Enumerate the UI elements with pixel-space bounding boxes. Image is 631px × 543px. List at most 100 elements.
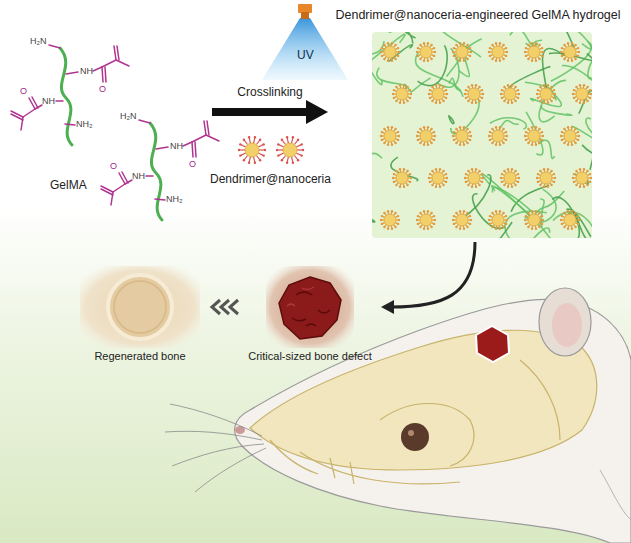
dendrimer-tip bbox=[579, 84, 581, 86]
dendrimer-tip bbox=[380, 135, 382, 137]
dendrimer-tip bbox=[535, 210, 537, 212]
dendrimer-tip bbox=[433, 47, 435, 49]
gel-strand bbox=[538, 140, 555, 158]
dendrimer-tip bbox=[409, 97, 411, 99]
dendrimer-tip bbox=[466, 142, 468, 144]
dendrimer-tip bbox=[428, 93, 430, 95]
dendrimer-tip bbox=[430, 44, 432, 46]
dendrimer-tip bbox=[514, 184, 516, 186]
dendrimer-tip bbox=[495, 228, 497, 230]
dendrimer-tip bbox=[406, 184, 408, 186]
dendrimer-tip bbox=[501, 97, 503, 99]
dendrimer-tip bbox=[392, 93, 394, 95]
bone-defect-image bbox=[266, 266, 354, 348]
dendrimer-tip bbox=[563, 226, 565, 228]
nanoceria-core bbox=[504, 172, 516, 184]
dendrimer-tip bbox=[507, 186, 509, 188]
dendrimer-tip bbox=[292, 162, 294, 164]
dendrimer-tip bbox=[475, 186, 477, 188]
dendrimer-tip bbox=[403, 84, 405, 86]
dendrimer-tip bbox=[417, 223, 419, 225]
dendrimer-tip bbox=[541, 131, 543, 133]
dendrimer-tip bbox=[586, 100, 588, 102]
dendrimer-tip bbox=[464, 93, 466, 95]
dendrimer-tip bbox=[502, 128, 504, 130]
dendrimer-tip bbox=[433, 139, 435, 141]
gel-strand bbox=[490, 118, 526, 129]
nanoceria-core bbox=[432, 172, 444, 184]
nanoceria-core bbox=[468, 172, 480, 184]
gel-strand bbox=[469, 222, 512, 238]
chevron bbox=[230, 300, 238, 314]
hydrogel-ground bbox=[372, 32, 592, 238]
dendrimer-tip bbox=[391, 60, 393, 62]
dendrimer-tip bbox=[537, 97, 539, 99]
arrow-head bbox=[306, 100, 328, 124]
dendrimer-tip bbox=[381, 47, 383, 49]
dendrimer-tip bbox=[391, 144, 393, 146]
dendrimer-tip bbox=[431, 184, 433, 186]
dendrimer-tip bbox=[563, 212, 565, 214]
dendrimer-tip bbox=[259, 159, 261, 161]
dendrimer-tip bbox=[482, 177, 484, 179]
dendrimer-tip bbox=[500, 93, 502, 95]
gel-strand bbox=[372, 34, 405, 73]
dendrimer-tip bbox=[539, 170, 541, 172]
dendrimer-tip bbox=[517, 181, 519, 183]
dendrimer-tip bbox=[567, 144, 569, 146]
dendrimer-tip bbox=[550, 184, 552, 186]
dendrimer-tip bbox=[535, 126, 537, 128]
dendrimer-tip bbox=[391, 126, 393, 128]
dendrimer-tip bbox=[423, 126, 425, 128]
dendrimer-tip bbox=[419, 58, 421, 60]
dendrimer-tip bbox=[417, 139, 419, 141]
dendrimer-tip bbox=[514, 86, 516, 88]
dendrimer-tip bbox=[501, 173, 503, 175]
dendrimer-tip bbox=[435, 84, 437, 86]
dendrimer-tip bbox=[427, 228, 429, 230]
gel-strand bbox=[389, 32, 405, 33]
dendrimer-tip bbox=[469, 47, 471, 49]
dendrimer-tip bbox=[453, 55, 455, 57]
dendrimer-tip bbox=[567, 42, 569, 44]
nanoceria-core bbox=[384, 130, 396, 142]
dendrimer-tip bbox=[575, 86, 577, 88]
dendrimer-tip bbox=[465, 97, 467, 99]
dendrimer-tip bbox=[561, 131, 563, 133]
dendrimer-tip bbox=[399, 84, 401, 86]
dendrimer-tip bbox=[538, 44, 540, 46]
dendrimer-tip bbox=[505, 215, 507, 217]
dendrimer-tip bbox=[505, 223, 507, 225]
dendrimer-tip bbox=[525, 139, 527, 141]
dendrimer-tip bbox=[577, 223, 579, 225]
dendrimer-tip bbox=[410, 93, 412, 95]
dendrimer-tip bbox=[503, 170, 505, 172]
chem-group-label: NH bbox=[170, 141, 183, 152]
dendrimer-tip bbox=[542, 219, 544, 221]
dendrimer-tip bbox=[393, 181, 395, 183]
dendrimer-tip bbox=[514, 170, 516, 172]
dendrimer-tip bbox=[574, 226, 576, 228]
dendrimer-tip bbox=[403, 168, 405, 170]
nanoceria-core bbox=[384, 214, 396, 226]
chem-group-label: O bbox=[99, 84, 106, 95]
dendrimer-tip bbox=[383, 128, 385, 130]
dendrimer-tip bbox=[537, 89, 539, 91]
node-label: Regenerated bone bbox=[70, 350, 210, 363]
dendrimer-tip bbox=[399, 102, 401, 104]
dendrimer-tip bbox=[409, 173, 411, 175]
dendrimer-tip bbox=[567, 228, 569, 230]
dendrimer-tip bbox=[442, 86, 444, 88]
dendrimer-tip bbox=[491, 128, 493, 130]
nanoceria-core bbox=[384, 46, 396, 58]
dendrimer-tip bbox=[578, 51, 580, 53]
dendrimer-tip bbox=[536, 177, 538, 179]
gelma-molecule bbox=[101, 120, 219, 220]
dendrimer-tip bbox=[531, 210, 533, 212]
dendrimer-tip bbox=[455, 58, 457, 60]
chem-group-label: H₂N bbox=[30, 36, 47, 47]
nanoceria-core bbox=[432, 88, 444, 100]
dendrimer-tip bbox=[263, 154, 265, 156]
dendrimer-tip bbox=[554, 177, 556, 179]
nanoceria-core bbox=[564, 46, 576, 58]
